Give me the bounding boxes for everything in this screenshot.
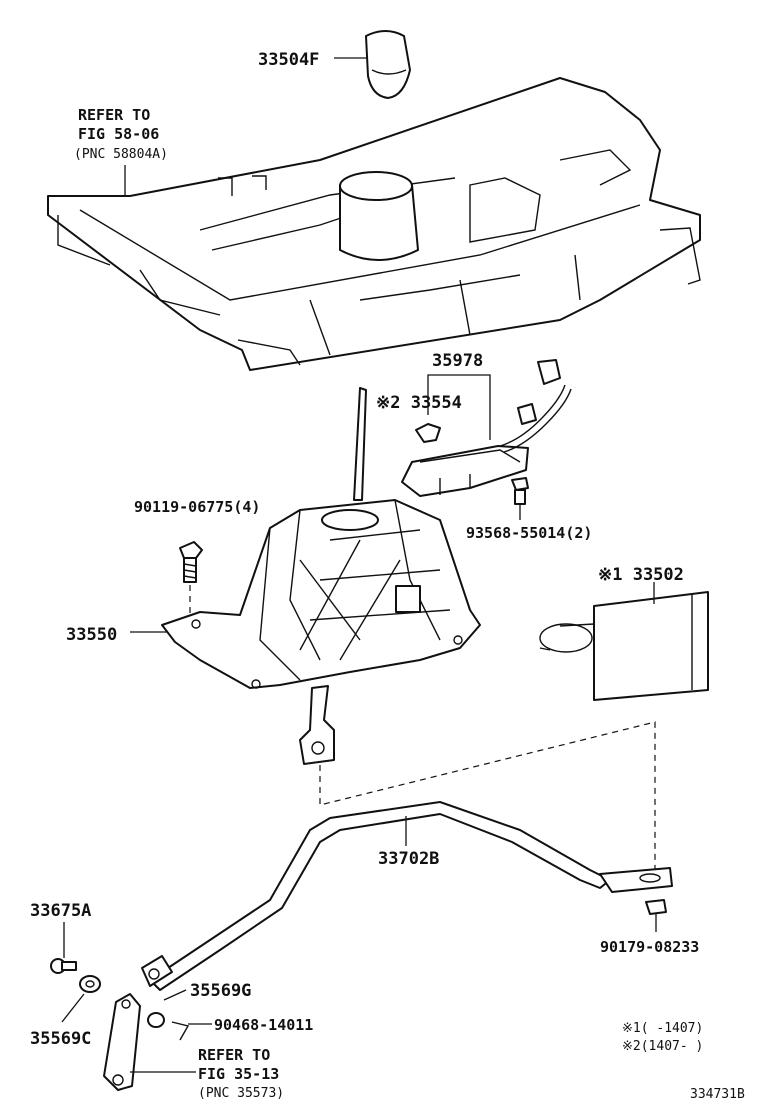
shift-knob-part — [365, 30, 411, 99]
wire-harness-part — [499, 359, 572, 453]
label-refer1-line1: REFER TO — [78, 106, 150, 124]
label-33504F: 33504F — [258, 50, 319, 70]
label-35569G: 35569G — [190, 981, 251, 1001]
bolt-90119-part — [179, 541, 203, 583]
label-refer2-line2: FIG 35-13 — [198, 1065, 279, 1083]
label-refer2-line3: (PNC 35573) — [198, 1086, 284, 1101]
clip-90179-part — [645, 899, 667, 915]
lever-link-part — [299, 685, 335, 765]
bushing-35569G-part — [147, 1012, 165, 1028]
note-2: ※2(1407- ) — [622, 1039, 703, 1054]
label-33675A: 33675A — [30, 901, 91, 921]
label-93568: 93568-55014(2) — [466, 524, 592, 542]
label-33554: ※2 33554 — [376, 393, 462, 413]
label-35569C: 35569C — [30, 1029, 91, 1049]
label-35978: 35978 — [432, 351, 483, 371]
figure-id: 334731B — [690, 1087, 745, 1102]
screw-93568-part — [511, 477, 529, 505]
label-90468: 90468-14011 — [214, 1016, 313, 1034]
bushing-35569C-part — [79, 975, 101, 993]
console-panel-part — [47, 77, 701, 371]
pin-90468-part — [171, 1021, 190, 1041]
indicator-housing-part — [401, 423, 529, 497]
caution-label-part — [539, 591, 709, 701]
shift-lever-assy-part — [161, 387, 481, 689]
leader-35569G — [163, 989, 187, 1001]
label-33502: ※1 33502 — [598, 565, 684, 585]
label-refer1-line3: (PNC 58804A) — [74, 147, 168, 162]
shift-lever-arm-part — [103, 993, 141, 1091]
leader-35569C — [61, 993, 85, 1023]
label-33550: 33550 — [66, 625, 117, 645]
leader-35978 — [427, 374, 491, 440]
label-90119: 90119-06775(4) — [134, 498, 260, 516]
label-refer2-line1: REFER TO — [198, 1046, 270, 1064]
shift-cable-part — [141, 801, 673, 991]
bolt-33675A-part — [50, 958, 77, 974]
label-refer1-line2: FIG 58-06 — [78, 125, 159, 143]
note-1: ※1( -1407) — [622, 1021, 703, 1036]
label-33702B: 33702B — [378, 849, 439, 869]
label-90179: 90179-08233 — [600, 938, 699, 956]
